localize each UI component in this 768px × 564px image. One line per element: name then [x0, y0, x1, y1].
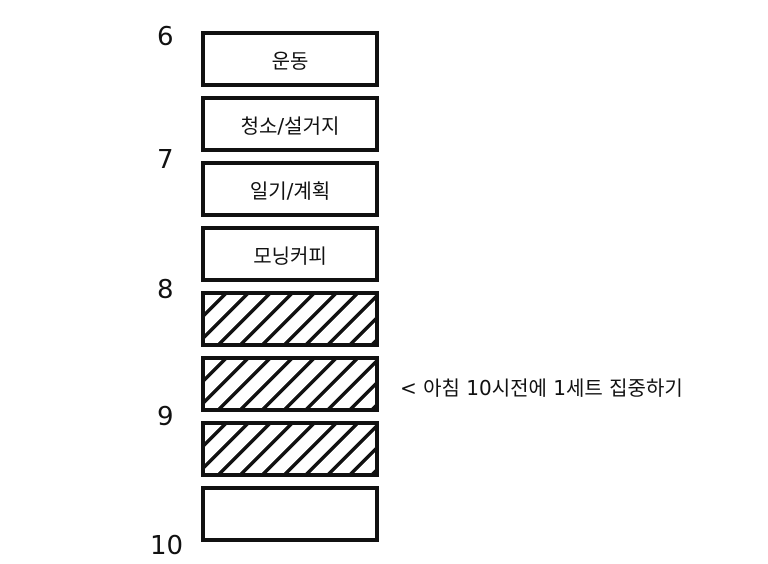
hour-label-9: 9	[157, 402, 174, 432]
block-exercise: 운동	[201, 31, 379, 87]
hour-label-7: 7	[157, 145, 174, 175]
block-cleaning-dishes: 청소/설거지	[201, 96, 379, 152]
hour-label-8: 8	[157, 275, 174, 305]
hour-label-10: 10	[150, 531, 184, 561]
block-focus-1	[201, 291, 379, 347]
block-focus-3	[201, 421, 379, 477]
focus-annotation: < 아침 10시전에 1세트 집중하기	[400, 376, 683, 400]
block-morning-coffee: 모닝커피	[201, 226, 379, 282]
block-journal-plan: 일기/계획	[201, 161, 379, 217]
block-empty	[201, 486, 379, 542]
block-focus-2	[201, 356, 379, 412]
hour-label-6: 6	[157, 22, 174, 52]
